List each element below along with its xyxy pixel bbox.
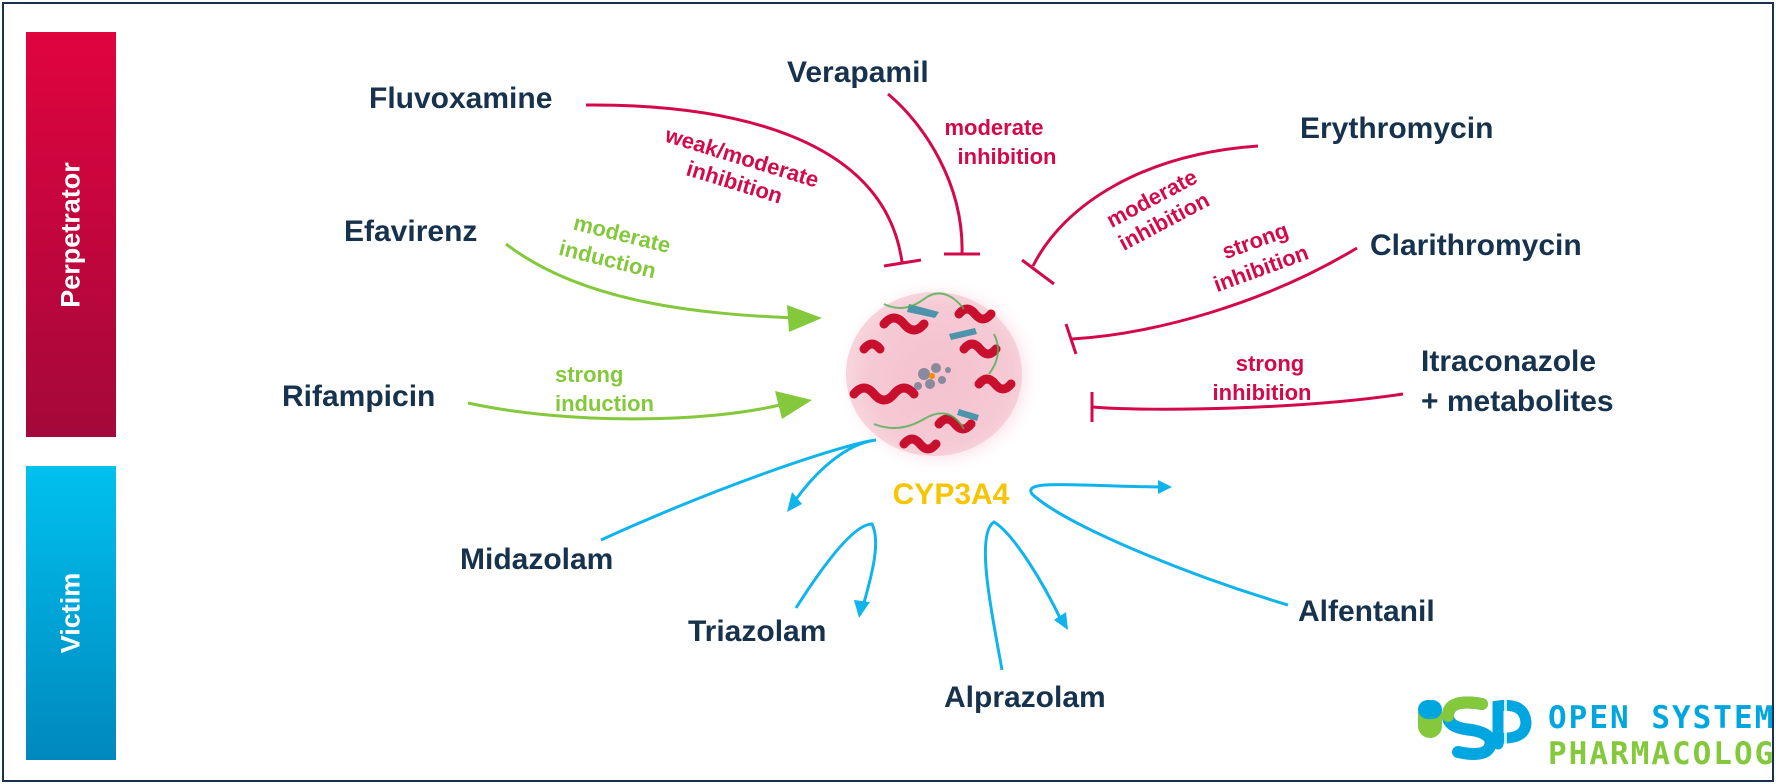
drug-fluvoxamine: Fluvoxamine [369,82,552,115]
logo-line2: PHARMACOLOGY [1548,736,1772,772]
victim-connectors [600,438,1289,671]
verapamil-connector [887,92,964,255]
itraconazole-connector [1091,392,1404,411]
rifampicin-effect-line2: induction [555,391,654,416]
itraconazole-effect-line1: strong [1236,351,1304,376]
clarithromycin-inhibit-bar [1064,323,1078,355]
drug-itraconazole: Itraconazole [1421,345,1596,378]
drug-clarithromycin: Clarithromycin [1370,229,1582,262]
fluvoxamine-connector [585,103,904,263]
verapamil-effect-line1: moderate [944,115,1043,140]
drug-rifampicin: Rifampicin [282,380,435,413]
itraconazole-effect-line2: inhibition [1213,380,1312,405]
efavirenz-connector [505,242,795,320]
alprazolam-connector [983,520,1064,671]
triazolam-arrowhead [854,600,870,618]
enzyme-name: CYP3A4 [893,478,1010,511]
erythromycin-inhibit-bar [1021,258,1055,286]
victim-arrowheads [787,480,1172,630]
drug-triazolam: Triazolam [688,615,826,648]
logo-line1: OPEN SYSTEMS [1548,700,1772,736]
victim-bar: Victim [26,466,116,760]
osp-logo: OPEN SYSTEMS PHARMACOLOGY [1418,696,1772,772]
rifampicin-arrowhead [775,391,812,419]
alfentanil-arrowhead [1158,480,1172,494]
clarithromycin-connector [1071,246,1358,341]
midazolam-connector [600,438,877,542]
induction-connectors [467,242,795,421]
interaction-diagram: CYP3A4 [282,56,1772,772]
drug-erythromycin: Erythromycin [1300,112,1493,145]
midazolam-arrowhead [787,492,802,512]
drug-verapamil: Verapamil [787,56,929,89]
alfentanil-connector [1029,483,1289,607]
drug-alprazolam: Alprazolam [944,681,1106,714]
logo-mark [1418,696,1532,760]
rifampicin-connector [467,401,785,421]
drug-alfentanil: Alfentanil [1298,595,1435,628]
drug-midazolam: Midazolam [460,543,613,576]
alprazolam-arrowhead [1054,612,1068,630]
fluvoxamine-inhibit-bar [883,258,922,268]
cyp3a4-structure [834,276,1044,476]
efavirenz-arrowhead [787,305,822,332]
verapamil-effect-line2: inhibition [958,144,1057,169]
rifampicin-effect-line1: strong [555,362,623,387]
drug-itraconazole-metabolites: + metabolites [1421,385,1614,418]
erythromycin-connector [1031,144,1259,267]
inhibition-connectors [585,92,1404,422]
triazolam-connector [794,522,878,611]
perpetrator-bar: Perpetrator [26,32,116,437]
drug-efavirenz: Efavirenz [344,215,477,248]
